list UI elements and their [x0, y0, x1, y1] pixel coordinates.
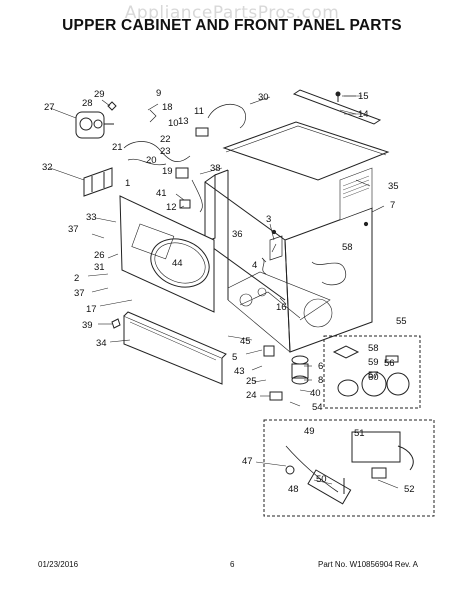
callout-39: 39 [82, 320, 93, 331]
callout-7: 7 [390, 200, 395, 211]
callout-47: 47 [242, 456, 253, 467]
callout-58b: 58 [368, 343, 379, 354]
callout-59: 59 [368, 357, 379, 368]
leader-lines [49, 95, 399, 489]
callout-54: 54 [312, 402, 323, 413]
top-panel [222, 121, 390, 181]
callout-52: 52 [404, 484, 415, 495]
callout-36: 36 [232, 229, 243, 240]
callout-8: 8 [318, 375, 323, 386]
callout-11: 11 [194, 106, 204, 117]
callout-58a: 58 [342, 242, 353, 253]
callout-37a: 37 [68, 224, 79, 235]
cabinet-body [204, 167, 373, 353]
callout-12: 12 [166, 202, 177, 213]
callout-33: 33 [86, 212, 97, 223]
switch-parts [175, 127, 209, 209]
callout-40: 40 [310, 388, 321, 399]
callout-6: 6 [318, 361, 323, 372]
callout-15: 15 [358, 91, 369, 102]
clip-39 [111, 318, 121, 329]
callout-4: 4 [252, 260, 257, 271]
callout-23: 23 [160, 146, 171, 157]
callout-25: 25 [246, 376, 257, 387]
screw-15 [335, 91, 341, 102]
callout-14: 14 [358, 109, 369, 120]
callout-24: 24 [246, 390, 257, 401]
callout-13: 13 [178, 116, 189, 127]
callout-51: 51 [354, 428, 365, 439]
toe-panel [123, 311, 227, 385]
callout-22: 22 [160, 134, 171, 145]
wire-harness [123, 104, 246, 213]
watermark: AppliancePartsPros.com [124, 3, 340, 23]
callout-20: 20 [146, 155, 157, 166]
kit-box-55 [323, 335, 421, 409]
bracket-32 [83, 167, 113, 197]
callout-60: 60 [368, 372, 379, 383]
callout-26: 26 [94, 250, 105, 261]
callout-48: 48 [288, 484, 299, 495]
callout-37b: 37 [74, 288, 85, 299]
callout-29: 29 [94, 89, 105, 100]
callout-27: 27 [44, 102, 55, 113]
callout-2: 2 [74, 273, 79, 284]
callout-17: 17 [86, 304, 97, 315]
callout-38: 38 [210, 163, 221, 174]
callout-32: 32 [42, 162, 53, 173]
callout-5: 5 [232, 352, 237, 363]
motor-assembly [75, 101, 117, 139]
callout-35: 35 [388, 181, 399, 192]
page-title: UPPER CABINET AND FRONT PANEL PARTS [62, 17, 402, 34]
callout-44: 44 [172, 258, 183, 269]
callout-9: 9 [156, 88, 161, 99]
callout-10: 10 [168, 118, 179, 129]
callout-16: 16 [276, 302, 287, 313]
footer-part-no: Part No. W10856904 Rev. A [318, 560, 418, 569]
callout-labels: 1 2 3 4 5 6 7 8 9 10 11 12 13 14 15 16 1… [42, 88, 415, 495]
callout-28: 28 [82, 98, 93, 109]
footer-date: 01/23/2016 [38, 560, 79, 569]
callout-45: 45 [240, 336, 251, 347]
callout-19: 19 [162, 166, 173, 177]
callout-1: 1 [125, 178, 130, 189]
callout-18: 18 [162, 102, 173, 113]
footer-page: 6 [230, 560, 235, 569]
callout-56: 56 [384, 358, 395, 369]
callout-49: 49 [304, 426, 315, 437]
front-panel [119, 195, 215, 313]
callout-30: 30 [258, 92, 269, 103]
kit-box-burner [263, 419, 435, 517]
callout-57: 57 [368, 370, 379, 381]
lower-parts [263, 345, 309, 401]
callout-34: 34 [96, 338, 107, 349]
callout-21: 21 [112, 142, 123, 153]
callout-43: 43 [234, 366, 245, 377]
callout-31: 31 [94, 262, 105, 273]
callout-3: 3 [266, 214, 271, 225]
callout-41: 41 [156, 188, 167, 199]
callout-55: 55 [396, 316, 407, 327]
callout-50: 50 [316, 474, 327, 485]
